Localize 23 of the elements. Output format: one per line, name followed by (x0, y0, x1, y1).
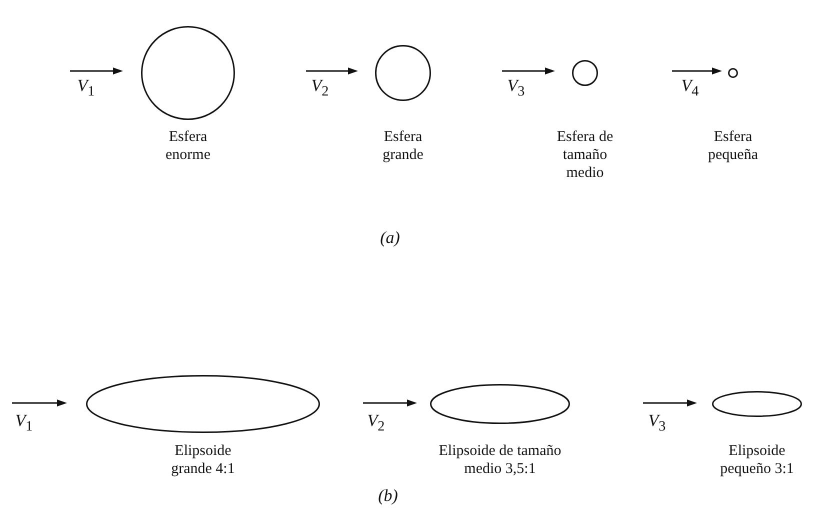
shape-caption: Elipsoide grande 4:1 (170, 442, 236, 478)
velocity-label: V$_{3}$ (507, 76, 525, 100)
velocity-label: V$_{2}$ (367, 411, 385, 436)
shape-caption: Esfera pequeña (707, 128, 759, 164)
sphere-outline (572, 60, 598, 86)
velocity-label: V$_{3}$ (648, 411, 666, 436)
shape-caption: Elipsoide pequeño 3:1 (719, 442, 795, 478)
ellipsoid-outline (712, 391, 802, 417)
shape-caption: Esfera grande (382, 128, 424, 164)
shape-caption: Elipsoide de tamaño medio 3,5:1 (438, 442, 562, 478)
sphere-outline (728, 68, 738, 78)
sphere-outline (141, 26, 235, 120)
sphere-outline (375, 45, 431, 101)
shape-caption: Esfera de tamaño medio (556, 128, 614, 182)
ellipsoid-outline (86, 375, 320, 433)
panel-label: (a) (380, 228, 400, 248)
velocity-label: V$_{1}$ (77, 76, 95, 100)
shape-caption: Esfera enorme (164, 128, 212, 164)
velocity-label: V$_{4}$ (681, 76, 699, 100)
ellipsoid-outline (430, 384, 570, 424)
velocity-label: V$_{2}$ (311, 76, 329, 100)
panel-label: (b) (378, 486, 398, 506)
velocity-label: V$_{1}$ (15, 411, 33, 436)
